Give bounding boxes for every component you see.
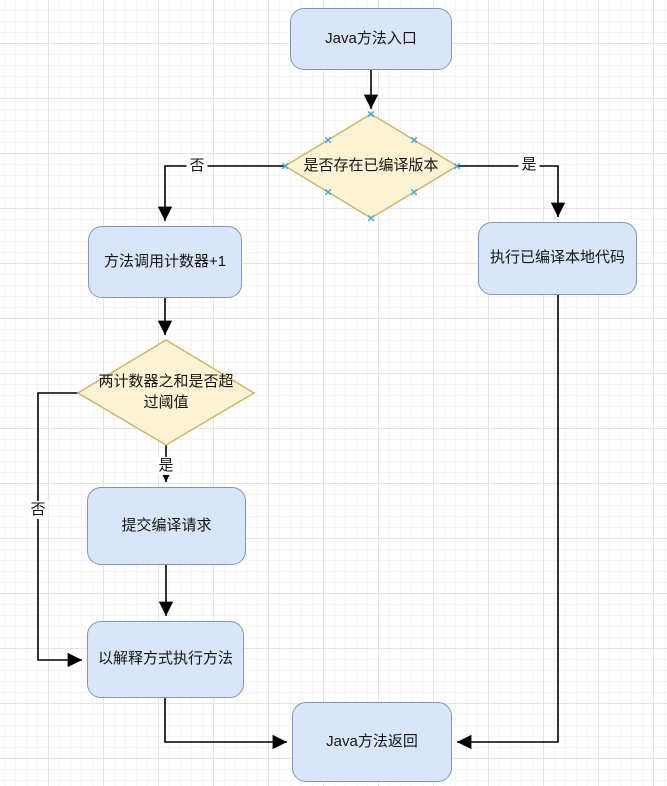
- connection-point-icon[interactable]: ×: [410, 132, 418, 148]
- node-counter-increment[interactable]: 方法调用计数器+1: [88, 226, 242, 298]
- node-submit-compile-request[interactable]: 提交编译请求: [87, 487, 246, 565]
- edge-decision-no-to-counter[interactable]: [157, 165, 285, 221]
- node-start[interactable]: Java方法入口: [290, 8, 452, 70]
- edge-native-to-return[interactable]: [457, 295, 559, 750]
- edge-label-yes-threshold[interactable]: 是: [155, 457, 177, 475]
- decision-has-compiled-shape[interactable]: [283, 113, 459, 219]
- node-interpret-execute[interactable]: 以解释方式执行方法: [87, 621, 244, 698]
- edge-label-no-compiled[interactable]: 否: [186, 157, 208, 175]
- decision-threshold-shape[interactable]: [76, 339, 256, 446]
- edge-interpret-to-return[interactable]: [164, 698, 287, 750]
- connection-point-icon[interactable]: ×: [367, 106, 375, 122]
- connection-point-icon[interactable]: ×: [453, 158, 461, 174]
- connection-point-icon[interactable]: ×: [281, 158, 289, 174]
- edge-label-no-threshold[interactable]: 否: [27, 501, 49, 519]
- edge-threshold-no-to-interpret[interactable]: [37, 392, 82, 668]
- connection-point-icon[interactable]: ×: [367, 210, 375, 226]
- node-return[interactable]: Java方法返回: [292, 702, 452, 782]
- edge-decision-yes-to-native[interactable]: [457, 165, 566, 217]
- connection-point-icon[interactable]: ×: [324, 132, 332, 148]
- edge-label-yes-compiled[interactable]: 是: [518, 156, 540, 174]
- connection-point-icon[interactable]: ×: [324, 184, 332, 200]
- connection-point-icon[interactable]: ×: [410, 184, 418, 200]
- node-execute-native[interactable]: 执行已编译本地代码: [478, 222, 637, 295]
